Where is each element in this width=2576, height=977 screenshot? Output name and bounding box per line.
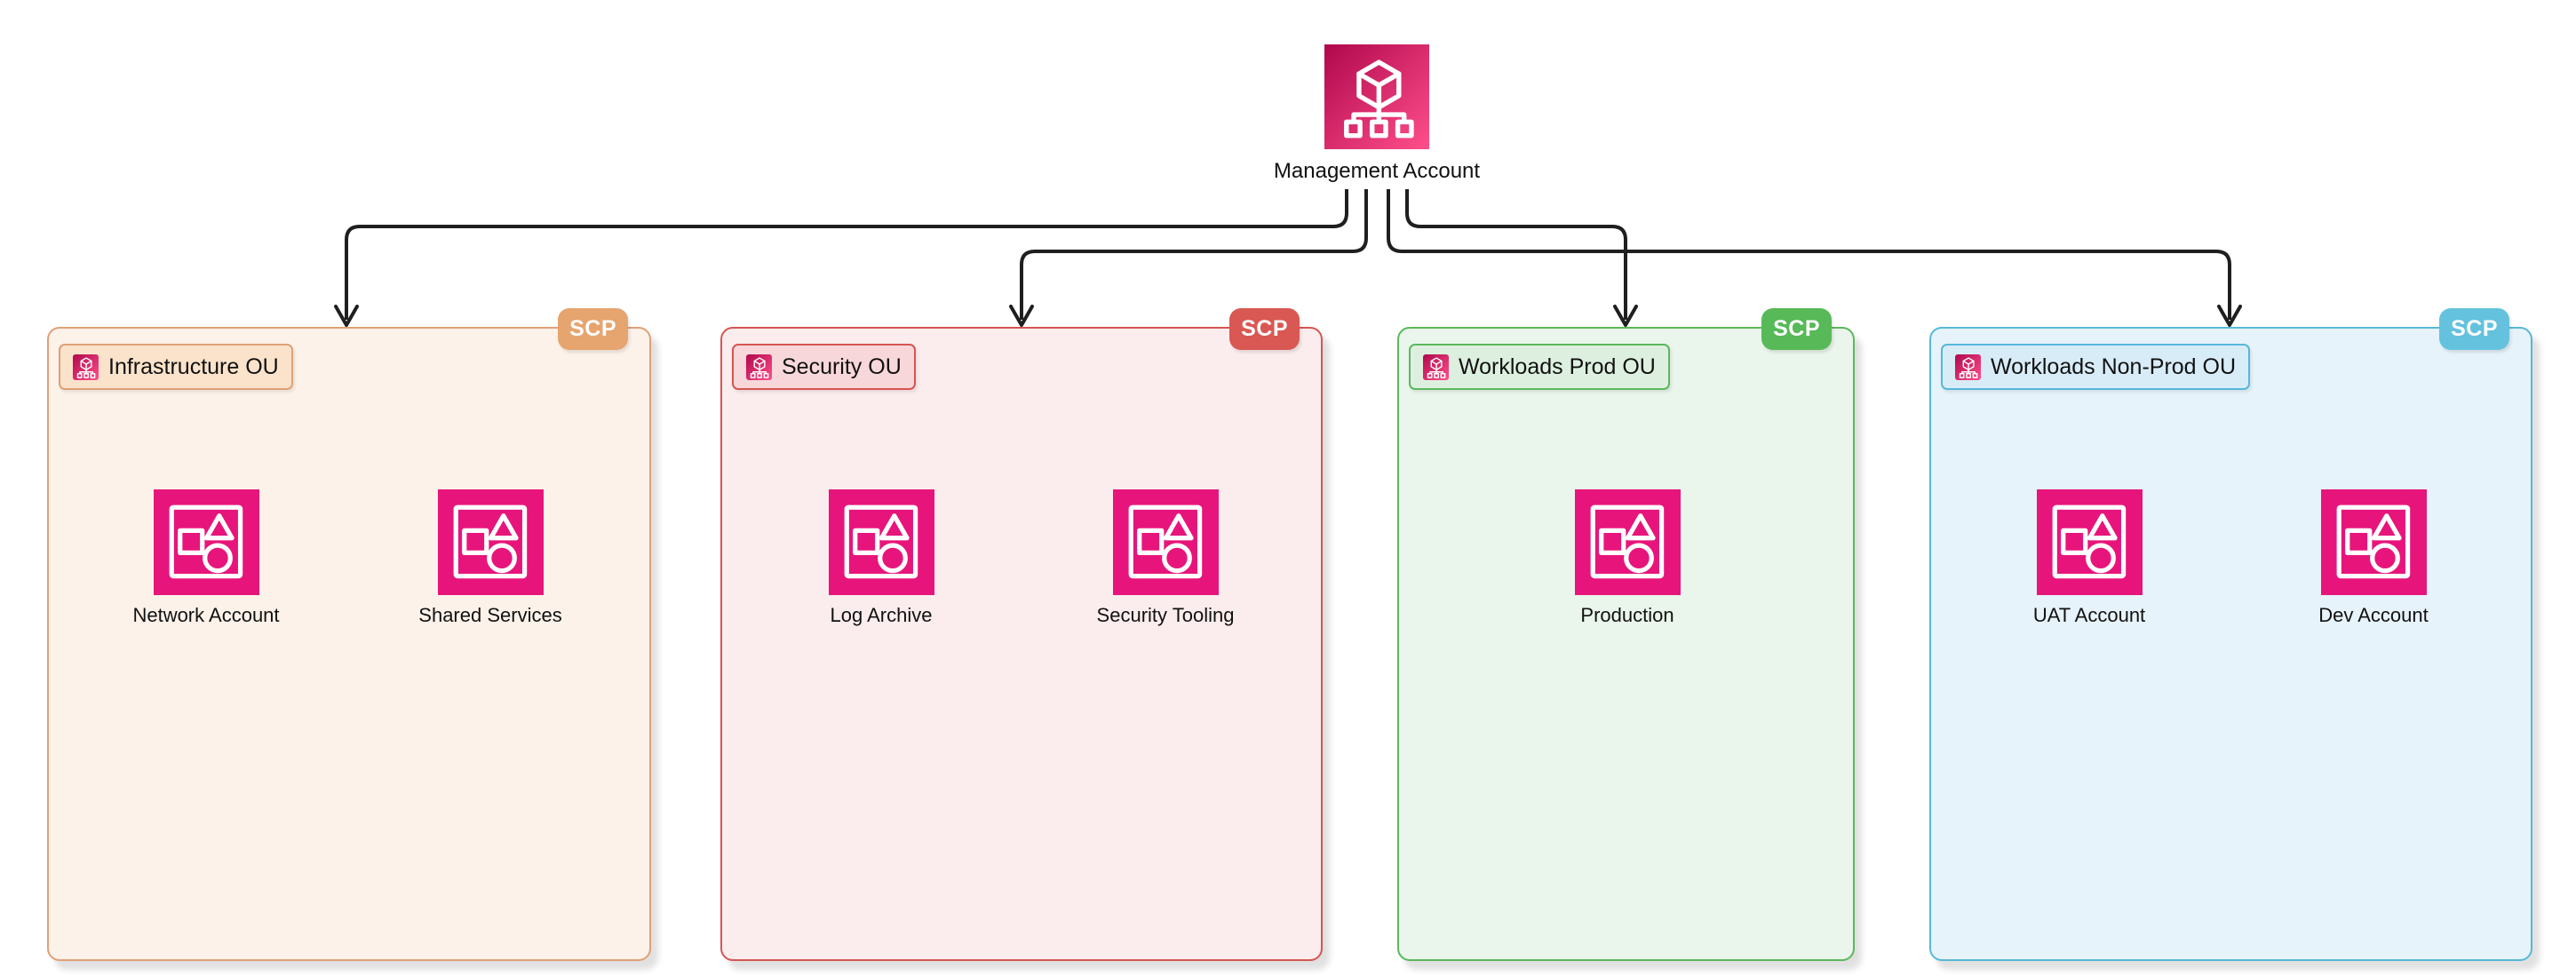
connector-workloads-nonprod: [1387, 189, 2231, 320]
arrowhead-workloads-prod: [1613, 305, 1638, 327]
ou-box-security: Security OU SCP Log Archive: [720, 308, 1323, 961]
organizations-icon: [1955, 353, 1981, 380]
account-label: UAT Account: [2032, 604, 2146, 626]
organizations-glyph: [1344, 60, 1414, 139]
organizations-icon: [1423, 353, 1449, 380]
account-label: Log Archive: [830, 604, 933, 626]
connector-infrastructure: [345, 189, 1348, 320]
ou-label: Security OU: [782, 353, 902, 379]
account-label: Dev Account: [2318, 604, 2429, 626]
account-icon: [828, 489, 934, 595]
account-label: Shared Services: [418, 604, 562, 626]
scp-badge: SCP: [1229, 308, 1300, 350]
ou-label: Workloads Non-Prod OU: [1991, 353, 2237, 379]
account-icon: [1574, 489, 1681, 595]
ou-chip-workloads-prod: Workloads Prod OU: [1409, 344, 1670, 390]
account-label: Security Tooling: [1096, 604, 1235, 626]
account-node: UAT Account: [2005, 489, 2174, 627]
connector-security: [1020, 189, 1368, 320]
account-glyph: [2336, 504, 2410, 579]
ou-box-workloads-nonprod: Workloads Non-Prod OU SCP UAT Account: [1929, 308, 2532, 961]
ou-chip-security: Security OU: [732, 344, 916, 390]
organizations-icon: [1324, 44, 1429, 149]
scp-badge: SCP: [1761, 308, 1832, 350]
ou-box-infrastructure: Infrastructure OU SCP Network Account: [47, 308, 651, 961]
ou-chip-workloads-nonprod: Workloads Non-Prod OU: [1941, 344, 2251, 390]
account-node: Log Archive: [797, 489, 966, 627]
organizations-glyph: [76, 356, 96, 378]
arrowhead-security: [1009, 305, 1034, 327]
account-node: Dev Account: [2289, 489, 2458, 627]
account-glyph: [1590, 504, 1664, 579]
account-icon: [1112, 489, 1219, 595]
ou-label: Infrastructure OU: [108, 353, 279, 379]
organizations-glyph: [1427, 356, 1446, 378]
account-glyph: [2052, 504, 2126, 579]
scp-badge: SCP: [2439, 308, 2509, 350]
account-node: Shared Services: [406, 489, 575, 627]
scp-badge: SCP: [558, 308, 628, 350]
arrowhead-workloads-nonprod: [2217, 305, 2242, 327]
organizations-icon: [73, 353, 99, 380]
management-account-node: Management Account: [1199, 44, 1554, 184]
account-glyph: [844, 504, 918, 579]
organizations-icon: [746, 353, 772, 380]
account-icon: [153, 489, 259, 595]
account-node: Security Tooling: [1081, 489, 1250, 627]
ou-chip-infrastructure: Infrastructure OU: [59, 344, 293, 390]
arrowhead-infrastructure: [334, 305, 359, 327]
ou-label: Workloads Prod OU: [1459, 353, 1656, 379]
account-glyph: [1128, 504, 1202, 579]
organizations-glyph: [1959, 356, 1978, 378]
account-label: Network Account: [132, 604, 280, 626]
account-node: Production: [1543, 489, 1712, 627]
account-glyph: [453, 504, 527, 579]
account-icon: [2320, 489, 2427, 595]
account-glyph: [169, 504, 242, 579]
account-label: Production: [1580, 604, 1674, 626]
management-account-label: Management Account: [1273, 159, 1481, 183]
account-icon: [437, 489, 544, 595]
organizations-glyph: [750, 356, 769, 378]
account-icon: [2036, 489, 2143, 595]
account-node: Network Account: [122, 489, 290, 627]
ou-box-workloads-prod: Workloads Prod OU SCP Production: [1397, 308, 1855, 961]
connector-workloads-prod: [1405, 189, 1627, 320]
